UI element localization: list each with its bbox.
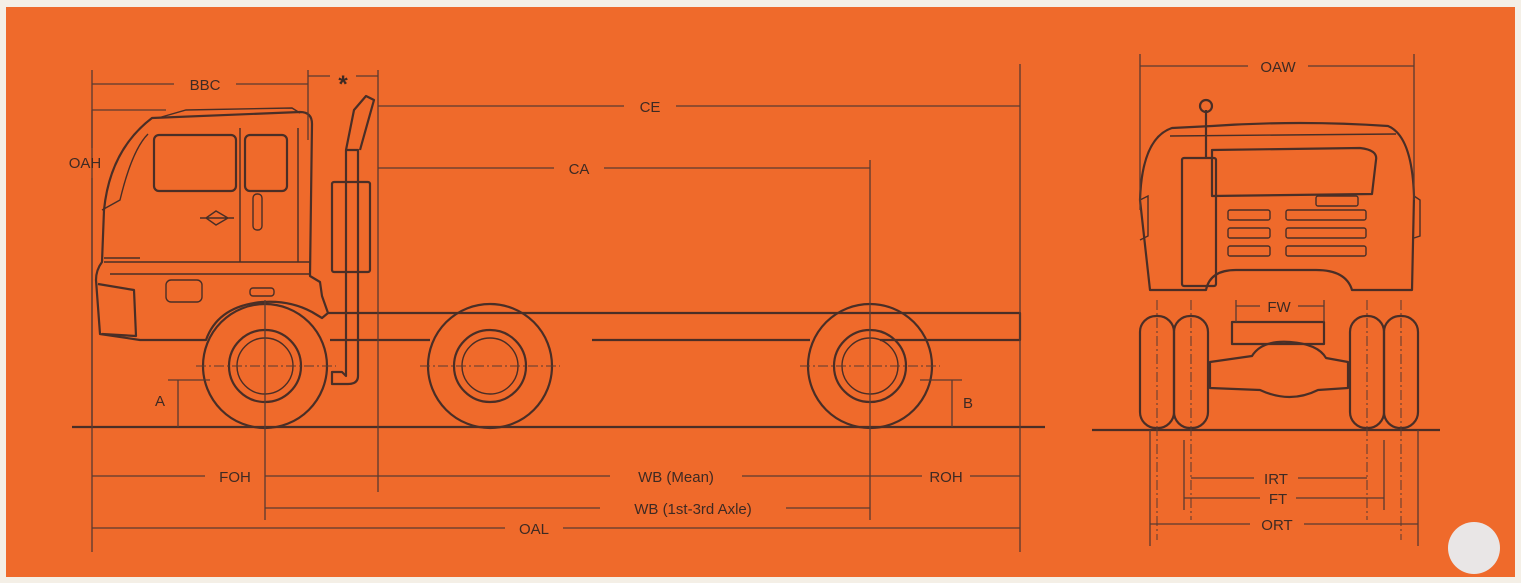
side-view: BBC * CE OAH CA A [69, 64, 1045, 552]
dim-b: B [920, 379, 973, 427]
dim-ce: CE [378, 99, 1020, 116]
label-irt: IRT [1264, 471, 1288, 488]
front-bumper [97, 282, 138, 338]
side-extension-lines [91, 64, 1021, 552]
label-wb-1st-3rd: WB (1st-3rd Axle) [634, 501, 752, 518]
exhaust-pipe [330, 148, 360, 386]
label-oah: OAH [69, 155, 102, 172]
front-windshield [1210, 146, 1378, 198]
dim-fw: FW [1236, 299, 1324, 316]
cab-badge [200, 210, 234, 226]
front-frame-block [1230, 320, 1326, 346]
label-oal: OAL [519, 521, 549, 538]
tire-center-lines [1156, 300, 1402, 540]
dim-ca: CA [378, 161, 870, 178]
right-mirror [1413, 195, 1421, 239]
door-handle [252, 193, 263, 231]
dim-wb-mean: WB (Mean) [378, 469, 870, 486]
label-ce: CE [640, 99, 661, 116]
label-bbc: BBC [190, 77, 221, 94]
front-grille [1227, 195, 1367, 257]
cab-window-door [243, 133, 289, 193]
front-exhaust-tip [1198, 98, 1214, 114]
cab-window-front [152, 133, 238, 193]
front-exhaust-stack [1180, 156, 1218, 288]
punch-hole [1448, 522, 1500, 574]
label-star: * [338, 71, 348, 98]
front-roof-line [1169, 133, 1397, 137]
dim-bbc: BBC [92, 77, 308, 94]
front-view: OAW FW IRT FT ORT [1092, 54, 1440, 546]
label-foh: FOH [219, 469, 251, 486]
dim-oaw: OAW [1140, 59, 1414, 76]
cab-door [104, 128, 310, 275]
label-a: A [155, 393, 165, 410]
exhaust-muffler [330, 180, 372, 274]
dim-star: * [308, 71, 378, 98]
label-fw: FW [1267, 299, 1291, 316]
dim-ft: FT [1184, 491, 1384, 508]
dim-wb-1st-3rd: WB (1st-3rd Axle) [265, 501, 870, 518]
label-ft: FT [1269, 491, 1287, 508]
dim-a: A [155, 379, 210, 427]
exhaust-tip [344, 94, 376, 151]
orange-panel [6, 7, 1515, 577]
dim-irt: IRT [1191, 471, 1367, 488]
front-cab-outline [1138, 121, 1416, 292]
cab-body [94, 110, 330, 342]
label-wb-mean: WB (Mean) [638, 469, 714, 486]
dim-foh: FOH [92, 469, 378, 486]
label-roh: ROH [929, 469, 962, 486]
dim-oah: OAH [69, 110, 102, 427]
label-ort: ORT [1261, 517, 1292, 534]
label-ca: CA [569, 161, 590, 178]
windshield-edge [101, 133, 149, 211]
dim-roh: ROH [870, 469, 1020, 486]
cab-roof [157, 107, 301, 119]
dim-oal: OAL [92, 521, 1020, 538]
step-plate [165, 279, 203, 303]
label-b: B [963, 395, 973, 412]
marker-light [249, 287, 275, 297]
left-mirror [1139, 194, 1149, 241]
label-oaw: OAW [1260, 59, 1296, 76]
dim-ort: ORT [1150, 517, 1418, 534]
